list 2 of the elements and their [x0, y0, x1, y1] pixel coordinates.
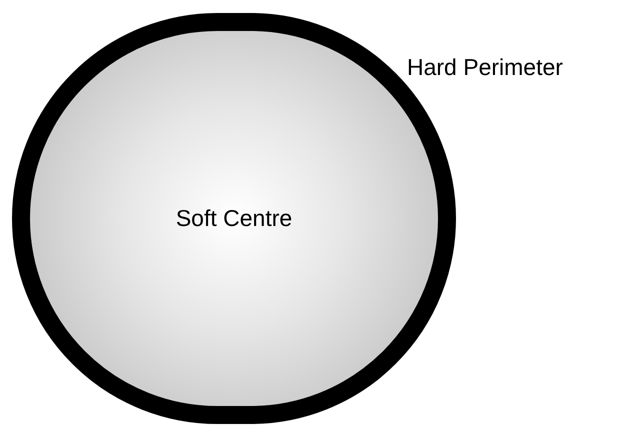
circle-label: Soft Centre	[176, 204, 292, 234]
perimeter-label: Hard Perimeter	[407, 53, 563, 82]
